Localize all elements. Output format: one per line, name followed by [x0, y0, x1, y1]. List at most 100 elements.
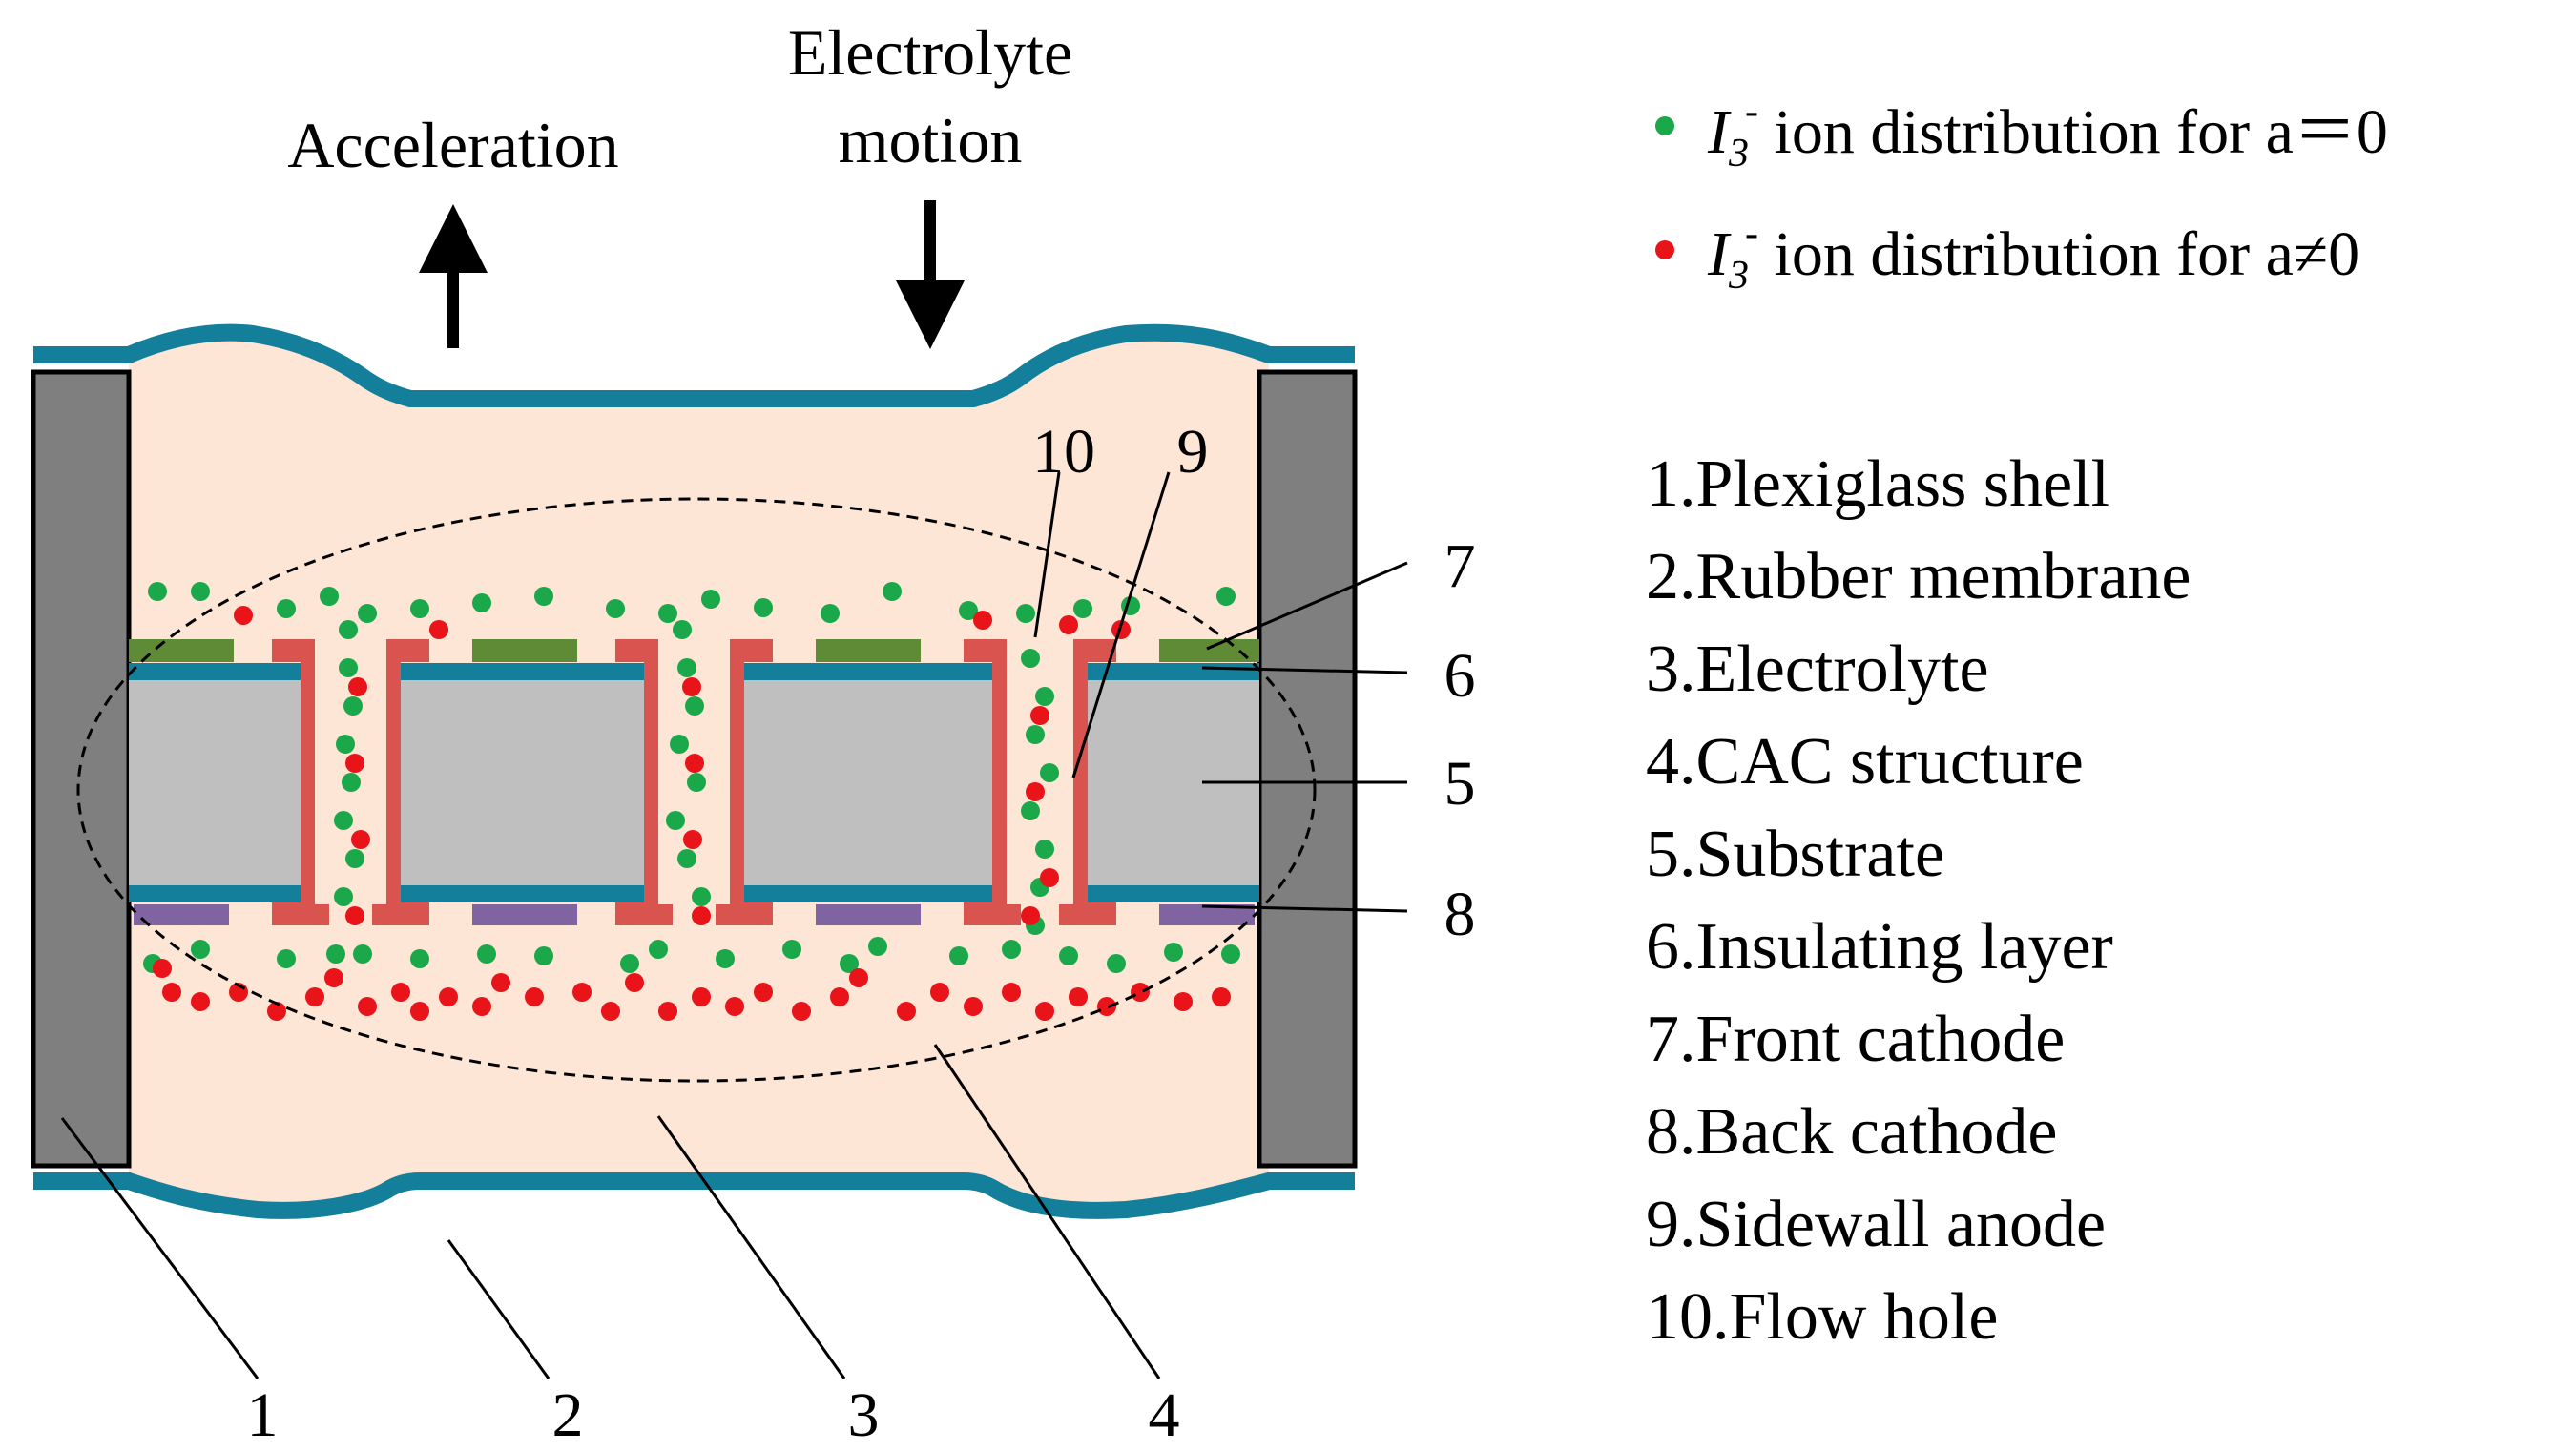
back-cathode: [134, 904, 1255, 925]
ion-dot-nonzero: [601, 1002, 620, 1021]
ion-dot-zero: [339, 658, 358, 677]
ion-dot-zero: [1164, 943, 1183, 962]
ion-dot-zero: [685, 696, 704, 716]
ion-dot-nonzero: [682, 677, 701, 696]
ion-dot-nonzero: [1030, 706, 1049, 725]
ion-dot-nonzero: [1021, 906, 1040, 925]
front-cathode: [129, 639, 1259, 662]
ion-dot-zero: [1002, 940, 1021, 959]
legend-dot-zero: [1655, 116, 1674, 135]
component-6: 6.Insulating layer: [1646, 910, 2113, 984]
ion-dot-zero: [1040, 763, 1059, 782]
sidewall-anode: [272, 639, 1116, 925]
ion-dot-zero: [342, 773, 361, 792]
ion-dot-nonzero: [1035, 1002, 1054, 1021]
ion-dot-nonzero: [685, 754, 704, 773]
component-4: 4.CAC structure: [1646, 725, 2084, 799]
ion-dot-nonzero: [658, 1002, 677, 1021]
ion-dot-zero: [692, 887, 711, 906]
ion-dot-zero: [339, 620, 358, 639]
ion-dot-nonzero: [725, 997, 744, 1016]
ion-dot-zero: [477, 944, 496, 964]
insulating-layer: [129, 663, 1259, 902]
ion-dot-nonzero: [491, 973, 510, 992]
ion-dot-nonzero: [1131, 983, 1150, 1002]
ion-dot-nonzero: [1059, 615, 1078, 634]
ion-dot-nonzero: [897, 1002, 916, 1021]
ion-dot-zero: [334, 811, 353, 830]
ion-dot-zero: [336, 735, 355, 754]
ion-dot-nonzero: [348, 677, 367, 696]
ion-dot-zero: [701, 590, 720, 609]
ion-distribution-zero: [143, 582, 1240, 973]
ion-dot-zero: [868, 937, 887, 956]
ion-dot-zero: [1221, 944, 1240, 964]
callout-1: 1: [247, 1380, 279, 1450]
ion-dot-zero: [658, 604, 677, 623]
ion-dot-zero: [343, 696, 363, 716]
ion-dot-nonzero: [849, 968, 868, 987]
ion-dot-zero: [320, 587, 339, 606]
callout-8: 8: [1444, 880, 1476, 949]
ion-dot-zero: [716, 949, 735, 968]
ion-dot-zero: [606, 599, 625, 618]
ion-dot-nonzero: [692, 987, 711, 1006]
legend-entry-nonzero: I3- ion distribution for a≠0: [1707, 212, 2359, 298]
ion-dot-nonzero: [439, 987, 458, 1006]
ion-dot-nonzero: [429, 620, 448, 639]
substrate: [129, 677, 1259, 887]
callout-7: 7: [1444, 531, 1476, 601]
plexiglass-shell-right: [1257, 369, 1358, 1169]
ion-dot-nonzero: [351, 830, 370, 849]
component-5: 5.Substrate: [1646, 818, 1944, 891]
ion-dot-zero: [410, 599, 429, 618]
component-9: 9.Sidewall anode: [1646, 1188, 2106, 1261]
ion-dot-zero: [345, 849, 364, 868]
ion-dot-nonzero: [267, 1002, 286, 1021]
ion-dot-zero: [1107, 954, 1126, 973]
callout-5: 5: [1444, 749, 1476, 819]
ion-dot-zero: [666, 811, 685, 830]
ion-dot-zero: [677, 658, 696, 677]
ion-dot-zero: [1026, 725, 1045, 744]
ion-dot-nonzero: [345, 754, 364, 773]
ion-dot-nonzero: [525, 987, 544, 1006]
ion-dot-nonzero: [234, 606, 253, 625]
ion-dot-nonzero: [692, 906, 711, 925]
ion-dot-nonzero: [358, 997, 377, 1016]
ion-dot-nonzero: [973, 611, 992, 630]
ion-dot-nonzero: [754, 983, 773, 1002]
ion-dot-nonzero: [1174, 992, 1193, 1011]
callout-3: 3: [848, 1380, 880, 1450]
callout-10: 10: [1032, 417, 1095, 487]
legend-entry-zero: I3- ion distribution for a＝0: [1707, 90, 2388, 176]
ion-dot-nonzero: [324, 968, 343, 987]
ion-dot-nonzero: [792, 1002, 811, 1021]
ion-dot-nonzero: [1026, 782, 1045, 801]
ion-dot-zero: [191, 940, 210, 959]
ion-dot-nonzero: [391, 983, 410, 1002]
ion-dot-zero: [277, 599, 296, 618]
ion-dot-zero: [670, 735, 689, 754]
ion-dot-zero: [534, 946, 553, 965]
ion-dot-zero: [949, 946, 968, 965]
ion-dot-nonzero: [345, 906, 364, 925]
cac-structure-outline: [76, 497, 1317, 1083]
component-8: 8.Back cathode: [1646, 1095, 2057, 1169]
ion-dot-zero: [1016, 604, 1035, 623]
ion-dot-nonzero: [625, 973, 644, 992]
acceleration-label: Acceleration: [287, 109, 618, 181]
ion-dot-nonzero: [964, 997, 983, 1016]
ion-dot-zero: [472, 593, 491, 612]
ion-dot-nonzero: [153, 959, 172, 978]
electrolyte-motion-label-2: motion: [839, 104, 1023, 176]
ion-dot-nonzero: [472, 997, 491, 1016]
component-2: 2.Rubber membrane: [1646, 540, 2191, 613]
ion-dot-nonzero: [572, 983, 592, 1002]
ion-dot-zero: [959, 601, 978, 620]
ion-dot-zero: [1021, 801, 1040, 820]
ion-dot-nonzero: [410, 1002, 429, 1021]
ion-dot-nonzero: [1002, 983, 1021, 1002]
component-7: 7.Front cathode: [1646, 1003, 2065, 1076]
component-list: 1.Plexiglass shell 2.Rubber membrane 3.E…: [1646, 447, 2191, 1354]
